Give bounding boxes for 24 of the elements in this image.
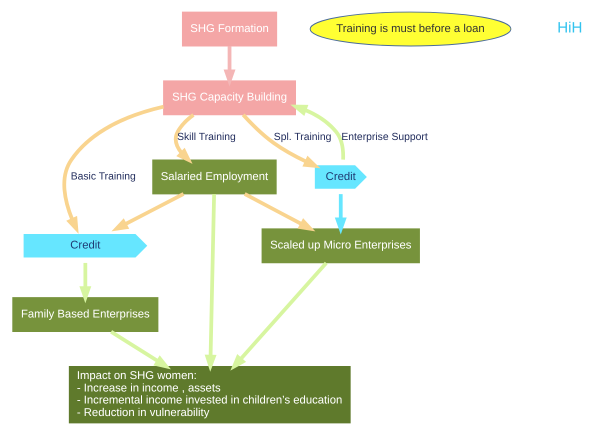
edge-label: Skill Training [177,132,236,144]
arrow [111,192,184,232]
arrow [224,46,236,87]
arrow [290,104,346,160]
label: HiH [557,20,582,37]
node-box: Impact on SHG women: - Increase in income , assets - Incremental income invested in children’s education - Reduction in vulnerability [68,366,351,424]
arrow [230,262,328,371]
node-box: SHG Formation [182,12,278,46]
arrow [174,113,195,164]
edge-label: Basic Training [70,172,136,183]
arrow [334,194,347,234]
node-box: Scaled up Micro Enterprises [262,228,420,264]
edge-label: Spl. Training [274,132,332,144]
arrow [79,262,92,304]
node-ellipse: Training is must before a loan [310,12,512,46]
node-box: Family Based Enterprises [12,297,158,332]
edge-label: Enterprise Support [341,132,428,144]
arrow [244,192,316,232]
node-box: SHG Capacity Building [163,80,296,116]
arrow [204,194,217,372]
node-box: Salaried Employment [152,160,277,194]
arrow [242,114,320,168]
arrow [110,330,171,370]
arrow [62,104,164,234]
